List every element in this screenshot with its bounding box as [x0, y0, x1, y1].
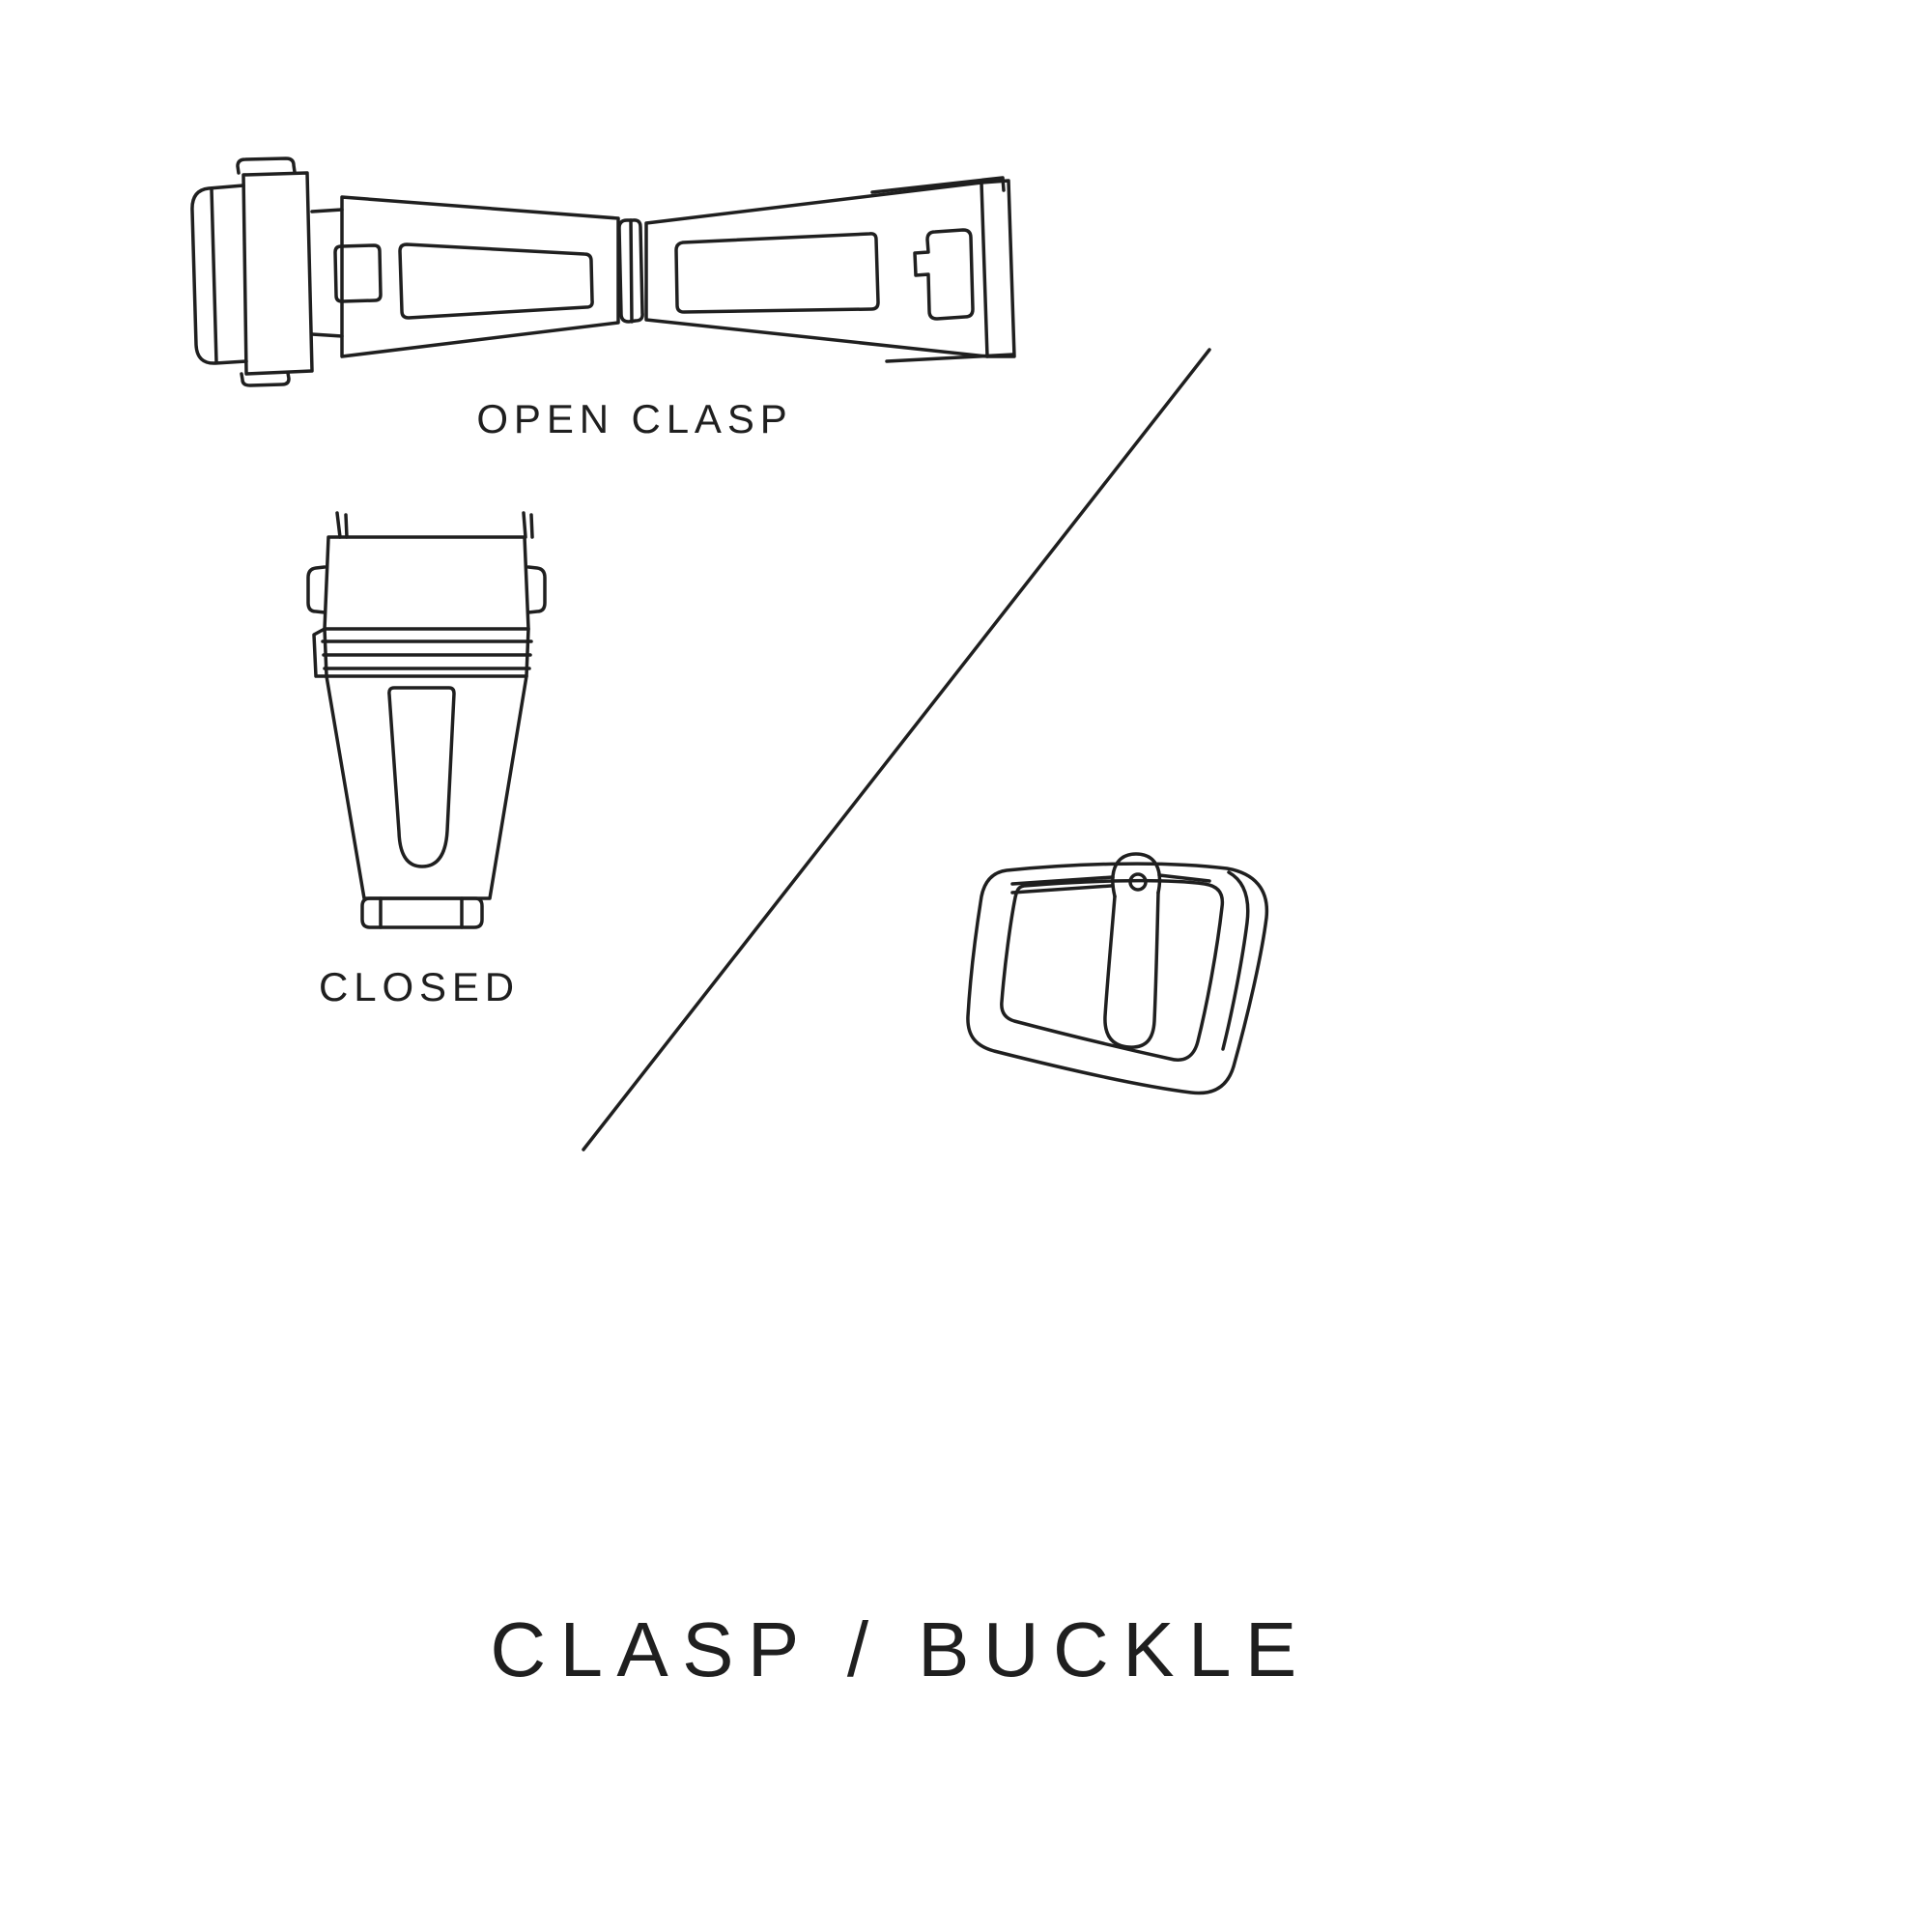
buckle-pin-ring — [1128, 872, 1148, 892]
closed-side-flap — [312, 627, 328, 678]
clasp-left-arm — [340, 195, 620, 358]
closed-clasp-illustration — [306, 511, 547, 929]
page-title: CLASP / BUCKLE — [490, 1606, 1311, 1692]
buckle-frame-opening — [1000, 878, 1225, 1062]
closed-bottom-bar-ticks — [379, 896, 464, 929]
closed-bottom-bar — [360, 896, 484, 929]
buckle-tongue-loop — [1111, 852, 1162, 898]
clasp-hinge-center-line — [629, 218, 634, 324]
closed-prongs-right — [522, 511, 534, 539]
clasp-end-plate-bottom — [885, 353, 1015, 363]
buckle-frame-outer — [966, 862, 1269, 1095]
clasp-cover-bottom-tab — [240, 371, 291, 387]
closed-label: CLOSED — [319, 964, 520, 1009]
closed-band-lines — [321, 639, 533, 670]
divider-line — [582, 348, 1211, 1151]
open-clasp-label: OPEN CLASP — [476, 396, 793, 441]
clasp-end-plate-top — [870, 176, 1006, 194]
clasp-left-roll — [190, 184, 248, 365]
clasp-left-arm-inset — [398, 242, 594, 320]
clasp-end-hook — [913, 228, 975, 321]
closed-top-cover — [323, 535, 530, 631]
clasp-right-arm-inset — [674, 232, 880, 314]
closed-ear-left — [306, 565, 327, 614]
closed-prongs-left — [335, 511, 349, 539]
buckle-pin-bar-right — [1157, 873, 1211, 883]
buckle-tongue — [1103, 891, 1160, 1049]
clasp-neck-lines — [310, 208, 344, 338]
closed-ear-right — [526, 565, 547, 614]
closed-body — [325, 674, 528, 900]
clasp-cover-top-tab — [236, 156, 297, 175]
clasp-release-cutout — [333, 243, 383, 303]
clasp-hinge-capsule — [617, 218, 644, 324]
open-clasp-illustration — [190, 156, 1016, 387]
clasp-right-arm — [644, 181, 989, 358]
buckle-illustration — [966, 852, 1269, 1095]
buckle-band-highlight — [1221, 870, 1250, 1051]
clasp-left-roll-line — [210, 187, 218, 364]
closed-body-inset — [387, 686, 456, 868]
buckle-pin-bar-left — [1010, 875, 1115, 895]
closed-band-sides — [323, 627, 530, 678]
clasp-left-cover — [242, 171, 314, 376]
